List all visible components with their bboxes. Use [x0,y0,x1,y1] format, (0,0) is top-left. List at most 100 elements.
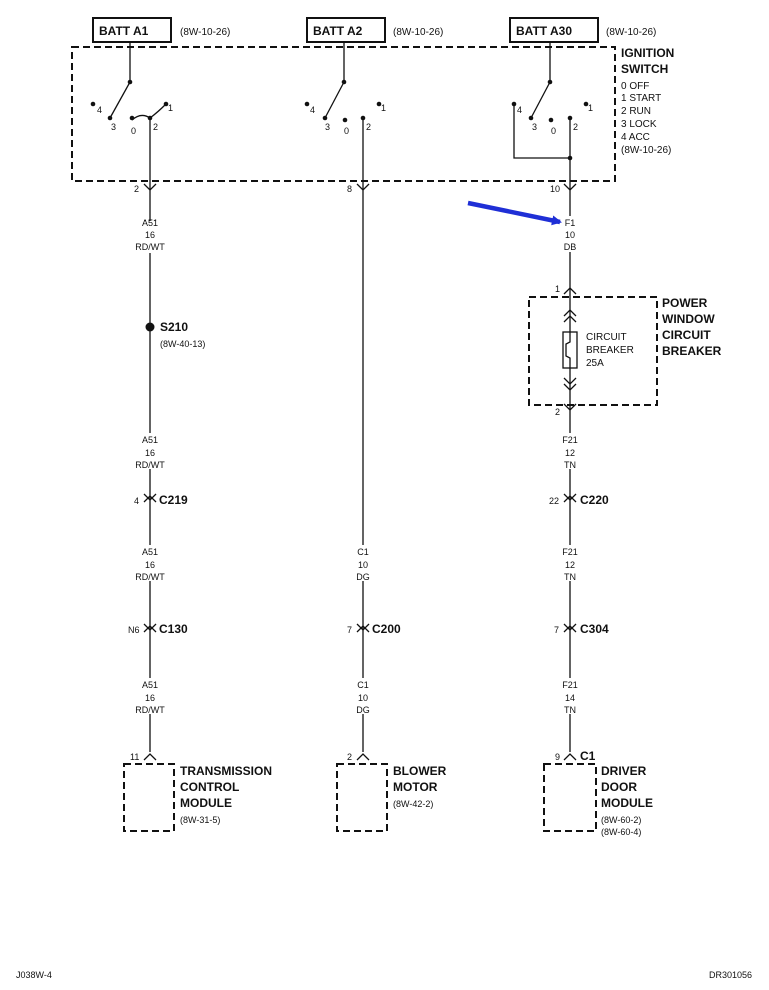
breaker-title-2: WINDOW [662,312,715,326]
svg-text:16: 16 [145,448,155,458]
ignition-title-1: IGNITION [621,46,674,60]
svg-text:1: 1 [555,284,560,294]
svg-text:DB: DB [564,242,577,252]
svg-text:CIRCUIT: CIRCUIT [586,332,627,343]
svg-text:F1: F1 [565,218,576,228]
connector-c130: N6 C130 [128,622,188,636]
svg-text:1: 1 [168,103,173,113]
left-switch-pin: 2 [134,184,139,194]
svg-text:7: 7 [347,625,352,635]
svg-text:2: 2 [555,407,560,417]
ignition-switch-label: IGNITION SWITCH 0 OFF 1 START 2 RUN 3 LO… [621,46,674,156]
svg-text:MOTOR: MOTOR [393,780,438,794]
svg-text:(8W-60-4): (8W-60-4) [601,827,641,837]
ignition-ref: (8W-10-26) [621,145,671,156]
svg-text:A51: A51 [142,547,158,557]
svg-text:16: 16 [145,693,155,703]
svg-text:DRIVER: DRIVER [601,764,647,778]
splice-s210 [145,322,155,332]
splice-s210-label: S210 [160,320,188,334]
svg-text:BREAKER: BREAKER [586,345,634,356]
svg-text:4: 4 [517,105,522,115]
svg-text:DOOR: DOOR [601,780,637,794]
batt-a2-label: BATT A2 [313,24,363,38]
connector-c219: 4 C219 [134,493,188,507]
switch-contact-a2: 4 3 0 2 1 [304,42,386,181]
svg-text:A51: A51 [142,680,158,690]
svg-text:14: 14 [565,693,575,703]
svg-text:3: 3 [111,122,116,132]
svg-text:12: 12 [565,448,575,458]
breaker-title-4: BREAKER [662,344,722,358]
svg-text:(8W-60-2): (8W-60-2) [601,815,641,825]
blower-motor: BLOWER MOTOR (8W-42-2) [336,763,447,832]
right-module-pin: 9 [555,752,560,762]
driver-door-module: DRIVER DOOR MODULE (8W-60-2) (8W-60-4) [543,763,653,837]
svg-text:C304: C304 [580,622,609,636]
svg-text:A51: A51 [142,218,158,228]
svg-text:DG: DG [356,572,370,582]
svg-text:(8W-42-2): (8W-42-2) [393,799,433,809]
svg-text:RD/WT: RD/WT [135,572,165,582]
circuit-middle: 8 C1 10 DG 7 C200 C1 10 DG 2 [347,181,401,762]
svg-text:N6: N6 [128,625,140,635]
svg-text:3: 3 [532,122,537,132]
svg-text:C220: C220 [580,493,609,507]
switch-contact-a30: 4 3 0 2 1 [511,42,593,181]
right-switch-pin: 10 [550,184,560,194]
left-module-pin: 11 [130,752,139,762]
svg-text:F21: F21 [562,547,578,557]
connector-c200: 7 C200 [347,622,401,636]
svg-text:C219: C219 [159,493,188,507]
svg-text:C1: C1 [357,680,369,690]
footer-left: J038W-4 [16,970,52,980]
batt-a1-label: BATT A1 [99,24,149,38]
svg-text:2: 2 [366,122,371,132]
svg-text:16: 16 [145,560,155,570]
breaker-title-3: CIRCUIT [662,328,711,342]
circuit-left: 2 A51 16 RD/WT A51 16 RD/WT S210 (8W-40-… [128,181,205,762]
transmission-control-module: TRANSMISSION CONTROL MODULE (8W-31-5) [123,763,272,832]
ignition-switch-box [71,46,616,182]
batt-a30-label: BATT A30 [516,24,572,38]
breaker-box [528,296,658,406]
svg-text:C130: C130 [159,622,188,636]
svg-text:MODULE: MODULE [180,796,232,810]
ignition-pos-4: 4 ACC [621,132,650,143]
svg-text:1: 1 [381,103,386,113]
svg-text:16: 16 [145,230,155,240]
svg-text:4: 4 [97,105,102,115]
svg-text:RD/WT: RD/WT [135,242,165,252]
ignition-pos-1: 1 START [621,93,661,104]
footer-right: DR301056 [709,970,752,980]
svg-text:TN: TN [564,460,576,470]
svg-text:2: 2 [573,122,578,132]
svg-text:MODULE: MODULE [601,796,653,810]
svg-text:TN: TN [564,705,576,715]
svg-text:7: 7 [554,625,559,635]
batt-a1: BATT A1 (8W-10-26) [92,17,230,43]
svg-text:25A: 25A [586,358,604,369]
svg-text:10: 10 [358,693,368,703]
batt-a30-ref: (8W-10-26) [606,27,656,38]
svg-text:RD/WT: RD/WT [135,705,165,715]
ignition-title-2: SWITCH [621,62,668,76]
svg-text:2: 2 [153,122,158,132]
switch-contact-a1: 4 3 0 2 1 [90,42,173,181]
connector-c220: 22 C220 [549,493,609,507]
svg-text:22: 22 [549,496,559,506]
svg-text:TN: TN [564,572,576,582]
svg-text:(8W-31-5): (8W-31-5) [180,815,220,825]
ignition-pos-2: 2 RUN [621,106,651,117]
circuit-right: 10 F1 10 DB 1 2 CIRCUIT BREAKER 25A POWE… [528,181,722,763]
svg-text:A51: A51 [142,435,158,445]
svg-text:C200: C200 [372,622,401,636]
middle-switch-pin: 8 [347,184,352,194]
annotation-arrow [467,200,562,226]
middle-module-pin: 2 [347,752,352,762]
connector-c304: 7 C304 [554,622,609,636]
svg-text:10: 10 [565,230,575,240]
svg-text:C1: C1 [357,547,369,557]
right-module-connector: C1 [580,749,596,763]
svg-text:DG: DG [356,705,370,715]
